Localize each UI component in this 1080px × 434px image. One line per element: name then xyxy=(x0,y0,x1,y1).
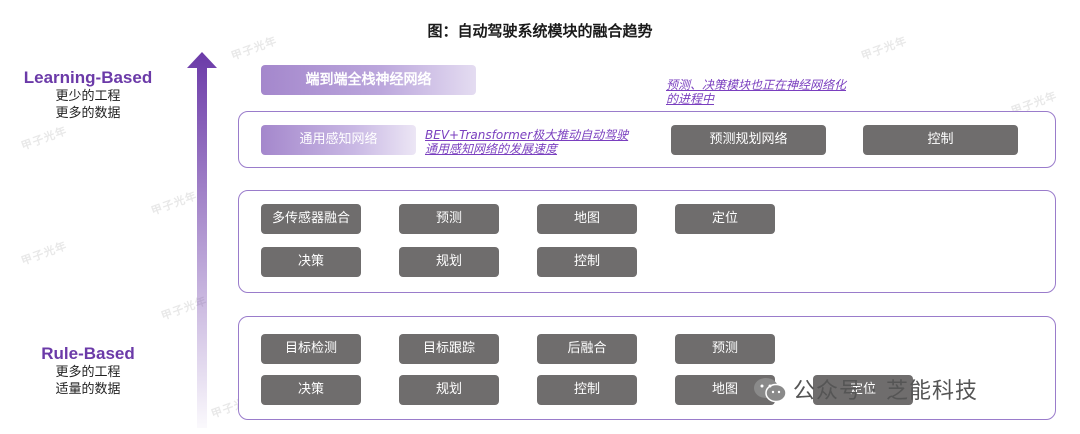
module-box: 规划 xyxy=(399,375,499,405)
diagram-title: 图：自动驾驶系统模块的融合趋势 xyxy=(427,22,653,40)
prediction-planning-network-box: 预测规划网络 xyxy=(671,125,826,155)
module-box: 后融合 xyxy=(537,334,637,364)
rule-based-panel: 目标检测 目标跟踪 后融合 预测 决策 规划 控制 地图 定位 xyxy=(238,316,1056,420)
learning-based-line2: 更多的数据 xyxy=(55,106,121,121)
module-box: 目标检测 xyxy=(261,334,361,364)
rule-based-line1: 更多的工程 xyxy=(55,365,121,380)
module-box: 预测 xyxy=(399,204,499,234)
module-box: 预测 xyxy=(675,334,775,364)
rule-based-label: Rule-Based 更多的工程 适量的数据 xyxy=(18,344,158,398)
up-arrow-icon xyxy=(187,52,217,428)
learning-based-label: Learning-Based 更少的工程 更多的数据 xyxy=(18,68,158,122)
e2e-network-banner: 端到端全栈神经网络 xyxy=(261,65,476,95)
neural-network-panel: 通用感知网络 预测规划网络 控制 xyxy=(238,111,1056,168)
prediction-planning-note: 预测、决策模块也正在神经网络化的进程中 xyxy=(666,78,847,106)
rule-based-line2: 适量的数据 xyxy=(55,382,121,397)
module-box: 定位 xyxy=(813,375,913,405)
module-box: 地图 xyxy=(537,204,637,234)
wechat-icon xyxy=(754,378,787,403)
bev-transformer-note: BEV+Transformer极大推动自动驾驶通用感知网络的发展速度 xyxy=(425,128,629,156)
perception-network-box: 通用感知网络 xyxy=(261,125,416,155)
watermark: 甲子光年 xyxy=(19,239,69,268)
footer-account-label: 公众号 · 芝能科技 xyxy=(793,379,978,404)
module-box: 规划 xyxy=(399,247,499,277)
rule-based-title: Rule-Based xyxy=(41,344,135,363)
learning-based-line1: 更少的工程 xyxy=(55,89,121,104)
module-box: 多传感器融合 xyxy=(261,204,361,234)
module-box: 决策 xyxy=(261,375,361,405)
module-box: 目标跟踪 xyxy=(399,334,499,364)
module-box: 控制 xyxy=(537,375,637,405)
learning-based-title: Learning-Based xyxy=(23,68,153,87)
watermark: 甲子光年 xyxy=(19,124,69,153)
module-box: 控制 xyxy=(537,247,637,277)
module-box: 定位 xyxy=(675,204,775,234)
control-box: 控制 xyxy=(863,125,1018,155)
module-box: 决策 xyxy=(261,247,361,277)
modular-fusion-panel: 多传感器融合 预测 地图 定位 决策 规划 控制 xyxy=(238,190,1056,293)
